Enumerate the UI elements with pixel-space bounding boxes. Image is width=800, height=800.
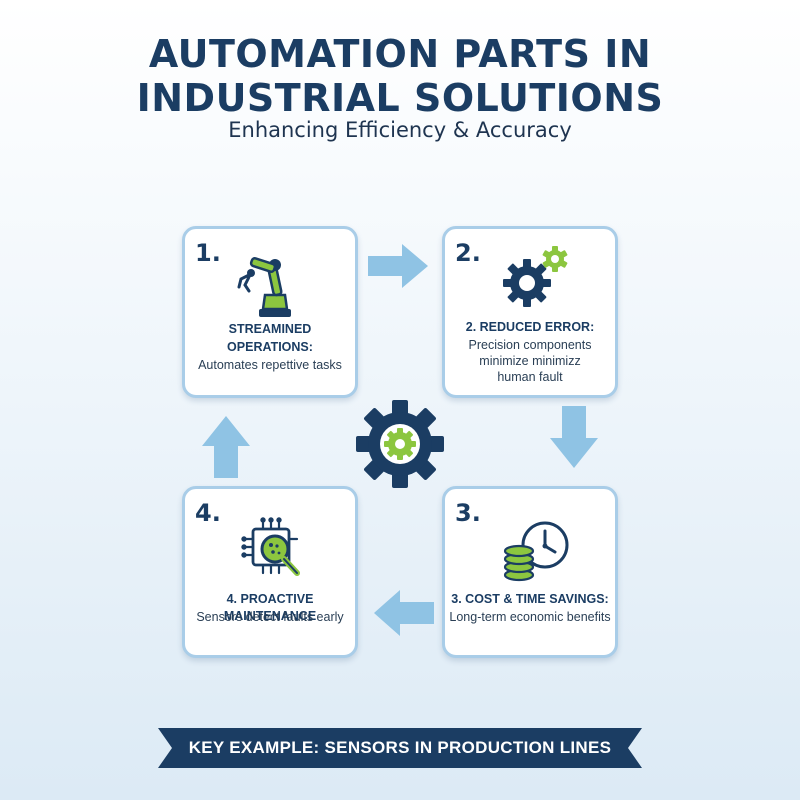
clock-coins-icon — [503, 521, 569, 582]
step-title-1a: STREAMINED — [228, 322, 312, 336]
step-title-3: 3. COST & TIME SAVINGS: — [451, 592, 609, 606]
page-title: AUTOMATION PARTS IN INDUSTRIAL SOLUTIONS — [0, 32, 800, 120]
arrow-left-icon — [374, 590, 434, 636]
step-desc-2b: minimize minimizz — [479, 354, 581, 368]
step-number-2: 2. — [455, 239, 481, 267]
step-desc-3: Long-term economic benefits — [449, 610, 611, 624]
gears-icon — [503, 246, 568, 307]
step-card-2: 2. — [442, 226, 618, 398]
key-example-banner-text: KEY EXAMPLE: SENSORS IN PRODUCTION LINES — [188, 738, 612, 757]
step-card-4: 4. 4. PROACTIVE MAINTENANCE Sensors dete… — [182, 486, 358, 658]
step-title-4: 4. PROACTIVE MAINTENANCE — [223, 592, 317, 623]
page-subtitle: Enhancing Efficiency & Accuracy — [228, 118, 572, 142]
arrow-up-icon — [202, 416, 250, 478]
key-example-banner — [158, 728, 642, 768]
title-line-1: AUTOMATION PARTS IN — [148, 32, 652, 76]
step-desc-1: Automates repettive tasks — [198, 358, 342, 372]
step-desc-4: Sensors detect faults early — [196, 610, 344, 624]
robotic-arm-icon — [237, 257, 291, 317]
chip-magnifier-icon — [241, 517, 300, 576]
arrow-right-icon — [368, 244, 428, 288]
step-title-2: 2. REDUCED ERROR: — [465, 320, 595, 334]
step-number-3: 3. — [455, 499, 481, 527]
step-desc-2c: human fault — [497, 370, 563, 384]
center-gear-icon — [356, 400, 444, 488]
arrow-down-icon — [550, 406, 598, 468]
step-card-1: 1. STREAMINED OPERATIONS: Automates repe… — [182, 226, 358, 398]
step-card-3: 3. 3. COST & TIME SAVINGS: Long-term eco… — [442, 486, 618, 658]
step-number-1: 1. — [195, 239, 221, 267]
title-line-2: INDUSTRIAL SOLUTIONS — [136, 76, 664, 120]
step-number-4: 4. — [195, 499, 221, 527]
step-desc-2a: Precision components — [468, 338, 592, 352]
step-title-1b: OPERATIONS: — [227, 340, 313, 354]
